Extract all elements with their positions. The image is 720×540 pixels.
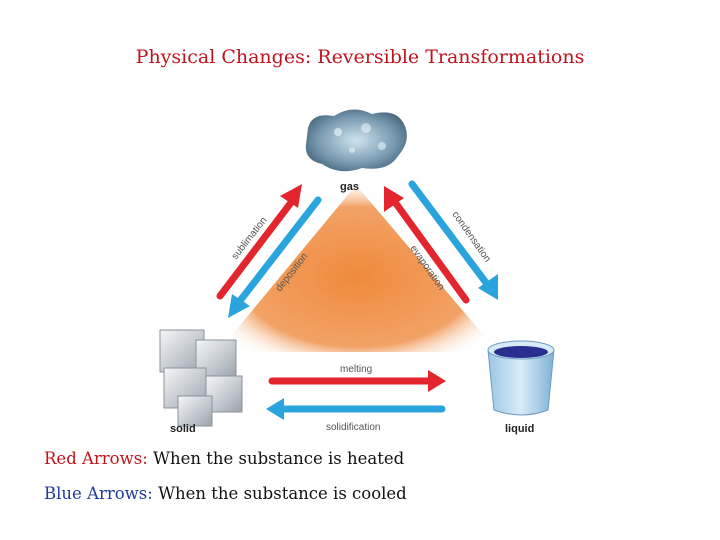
solidification-arrow <box>266 398 446 420</box>
condensation-arrow <box>408 180 498 300</box>
slide-title: Physical Changes: Reversible Transformat… <box>135 46 585 68</box>
legend-blue-key: Blue Arrows: <box>44 484 153 503</box>
legend-red-key: Red Arrows: <box>44 449 148 468</box>
label-solidification: solidification <box>326 422 380 433</box>
liquid-cup-icon <box>487 340 555 416</box>
gas-cloud-icon <box>305 109 407 172</box>
deposition-arrow <box>228 196 322 318</box>
state-label-liquid: liquid <box>505 423 534 435</box>
legend-cooled: Blue Arrows: When the substance is coole… <box>44 484 407 503</box>
state-label-solid: solid <box>170 423 196 435</box>
sublimation-arrow <box>216 184 302 300</box>
melting-arrow <box>268 370 446 392</box>
legend-red-desc: When the substance is heated <box>153 449 405 468</box>
ice-cubes-icon <box>159 329 243 427</box>
legend-heated: Red Arrows: When the substance is heated <box>44 449 404 468</box>
center-triangle <box>218 185 498 352</box>
legend-blue-desc: When the substance is cooled <box>158 484 407 503</box>
state-label-gas: gas <box>340 181 359 193</box>
evaporation-arrow <box>384 186 470 304</box>
label-melting: melting <box>340 364 372 375</box>
